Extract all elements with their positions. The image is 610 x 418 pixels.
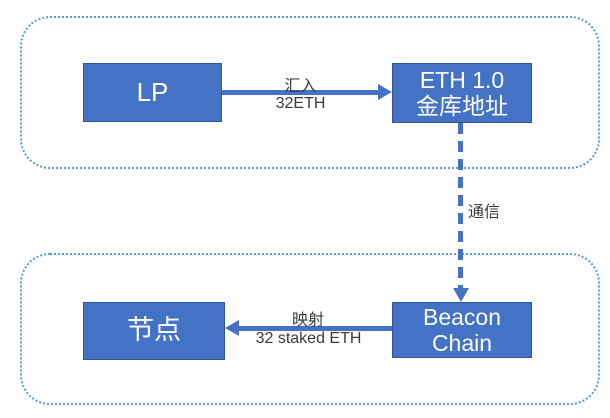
communication-arrow-head-icon: [453, 288, 469, 302]
deposit-arrow-amount-label: 32ETH: [275, 95, 326, 112]
deposit-arrow-head-icon: [378, 84, 392, 100]
mapping-arrow-head-icon: [225, 320, 239, 336]
mapping-arrow-amount-label: 32 staked ETH: [255, 330, 362, 347]
validator-node: 节点: [83, 302, 225, 360]
eth1-layer-container: [20, 16, 600, 169]
communication-arrow-shaft: [458, 123, 463, 289]
lp-node: LP: [83, 63, 222, 122]
mapping-arrow-label: 映射: [291, 312, 324, 329]
lp-node-label: LP: [136, 76, 169, 107]
beacon-chain-label-line1: Beacon: [422, 303, 501, 330]
deposit-arrow-shaft: [222, 90, 379, 95]
deposit-arrow-label: 汇入: [284, 78, 317, 95]
beacon-chain-label-line2: Chain: [431, 330, 493, 356]
eth-vault-label-line1: ETH 1.0: [419, 66, 505, 93]
validator-node-label: 节点: [127, 315, 181, 346]
eth-vault-node: ETH 1.0 金库地址: [392, 63, 532, 123]
eth-vault-label-line2: 金库地址: [416, 93, 508, 119]
beacon-layer-container: [20, 253, 600, 405]
beacon-chain-node: Beacon Chain: [392, 302, 532, 358]
communication-arrow-label: 通信: [468, 204, 501, 221]
mapping-arrow-shaft: [238, 326, 392, 331]
